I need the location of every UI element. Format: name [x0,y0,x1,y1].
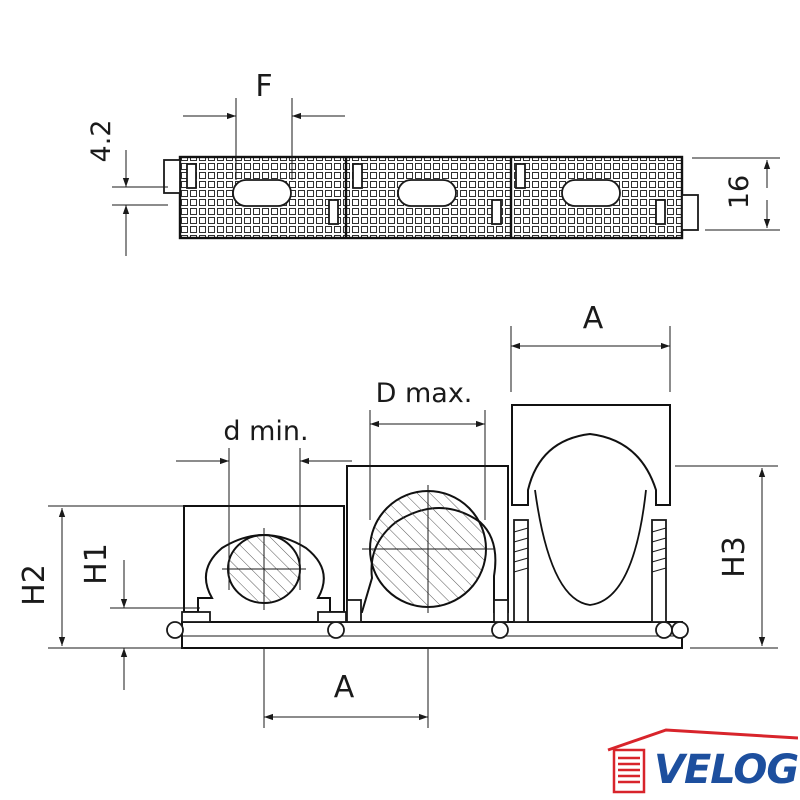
label-F: F [255,69,272,104]
dimension-H3: H3 [675,465,778,649]
front-view [166,404,689,649]
label-4-2: 4.2 [86,120,117,163]
roof-line [607,728,798,752]
label-A-top: A [583,301,604,336]
dimension-F: F [183,69,345,180]
label-H1: H1 [79,543,114,585]
dimension-H1: H1 [79,543,200,690]
label-16: 16 [724,175,755,209]
velog-logo: VELOG [606,728,799,794]
top-view [163,155,699,240]
dimension-d-min: d min. [176,416,352,590]
label-d-min: d min. [223,416,308,447]
dimension-D-max: D max. [369,378,486,520]
label-A-bottom: A [334,670,355,705]
label-H3: H3 [717,536,752,578]
dimension-16: 16 [692,157,780,231]
dimension-4-2: 4.2 [86,120,168,256]
label-D-max: D max. [376,378,473,409]
rail-clip [655,621,673,639]
rail-clip [671,621,689,639]
rail-clip [166,621,184,639]
dimension-A-top: A [510,301,671,392]
house-roof-icon [607,728,798,794]
rail-clip [491,621,509,639]
logo-text: VELOG [654,747,799,793]
clamp-medium [346,465,509,623]
clamp-large [511,404,671,623]
dimension-A-bottom: A [263,648,429,728]
clamp-small [181,505,347,623]
label-H2: H2 [17,564,52,606]
rail-clip [327,621,345,639]
